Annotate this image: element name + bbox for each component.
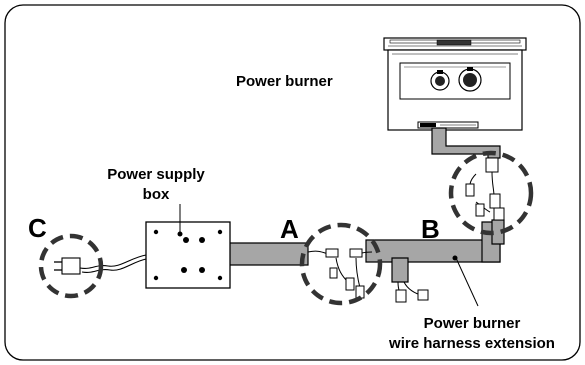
connector-a	[307, 248, 373, 299]
highlight-circle-a	[299, 222, 383, 306]
harness-label-line2: wire harness extension	[388, 335, 555, 352]
label-b: B	[421, 214, 440, 244]
leader-line-harness	[455, 257, 479, 307]
power-supply-box	[145, 221, 231, 289]
power-supply-label-line2: box	[143, 186, 170, 203]
power-supply-label-line1: Power supply	[107, 166, 205, 183]
harness-label-line1: Power burner	[424, 315, 521, 332]
label-a: A	[280, 214, 299, 244]
label-c: C	[28, 213, 47, 243]
power-burner-unit	[383, 37, 527, 131]
control-knob-icon	[458, 67, 482, 92]
power-burner-label: Power burner	[236, 73, 333, 90]
highlight-circle-c	[38, 233, 104, 299]
wire-harness	[227, 127, 505, 283]
plug-icon	[54, 257, 81, 275]
burner-control-panel	[399, 62, 511, 100]
control-knob-icon	[430, 70, 450, 91]
power-cord	[79, 254, 147, 273]
burner-connectors	[465, 157, 505, 221]
branch-connectors	[395, 281, 429, 303]
highlight-circle-b	[448, 150, 534, 236]
